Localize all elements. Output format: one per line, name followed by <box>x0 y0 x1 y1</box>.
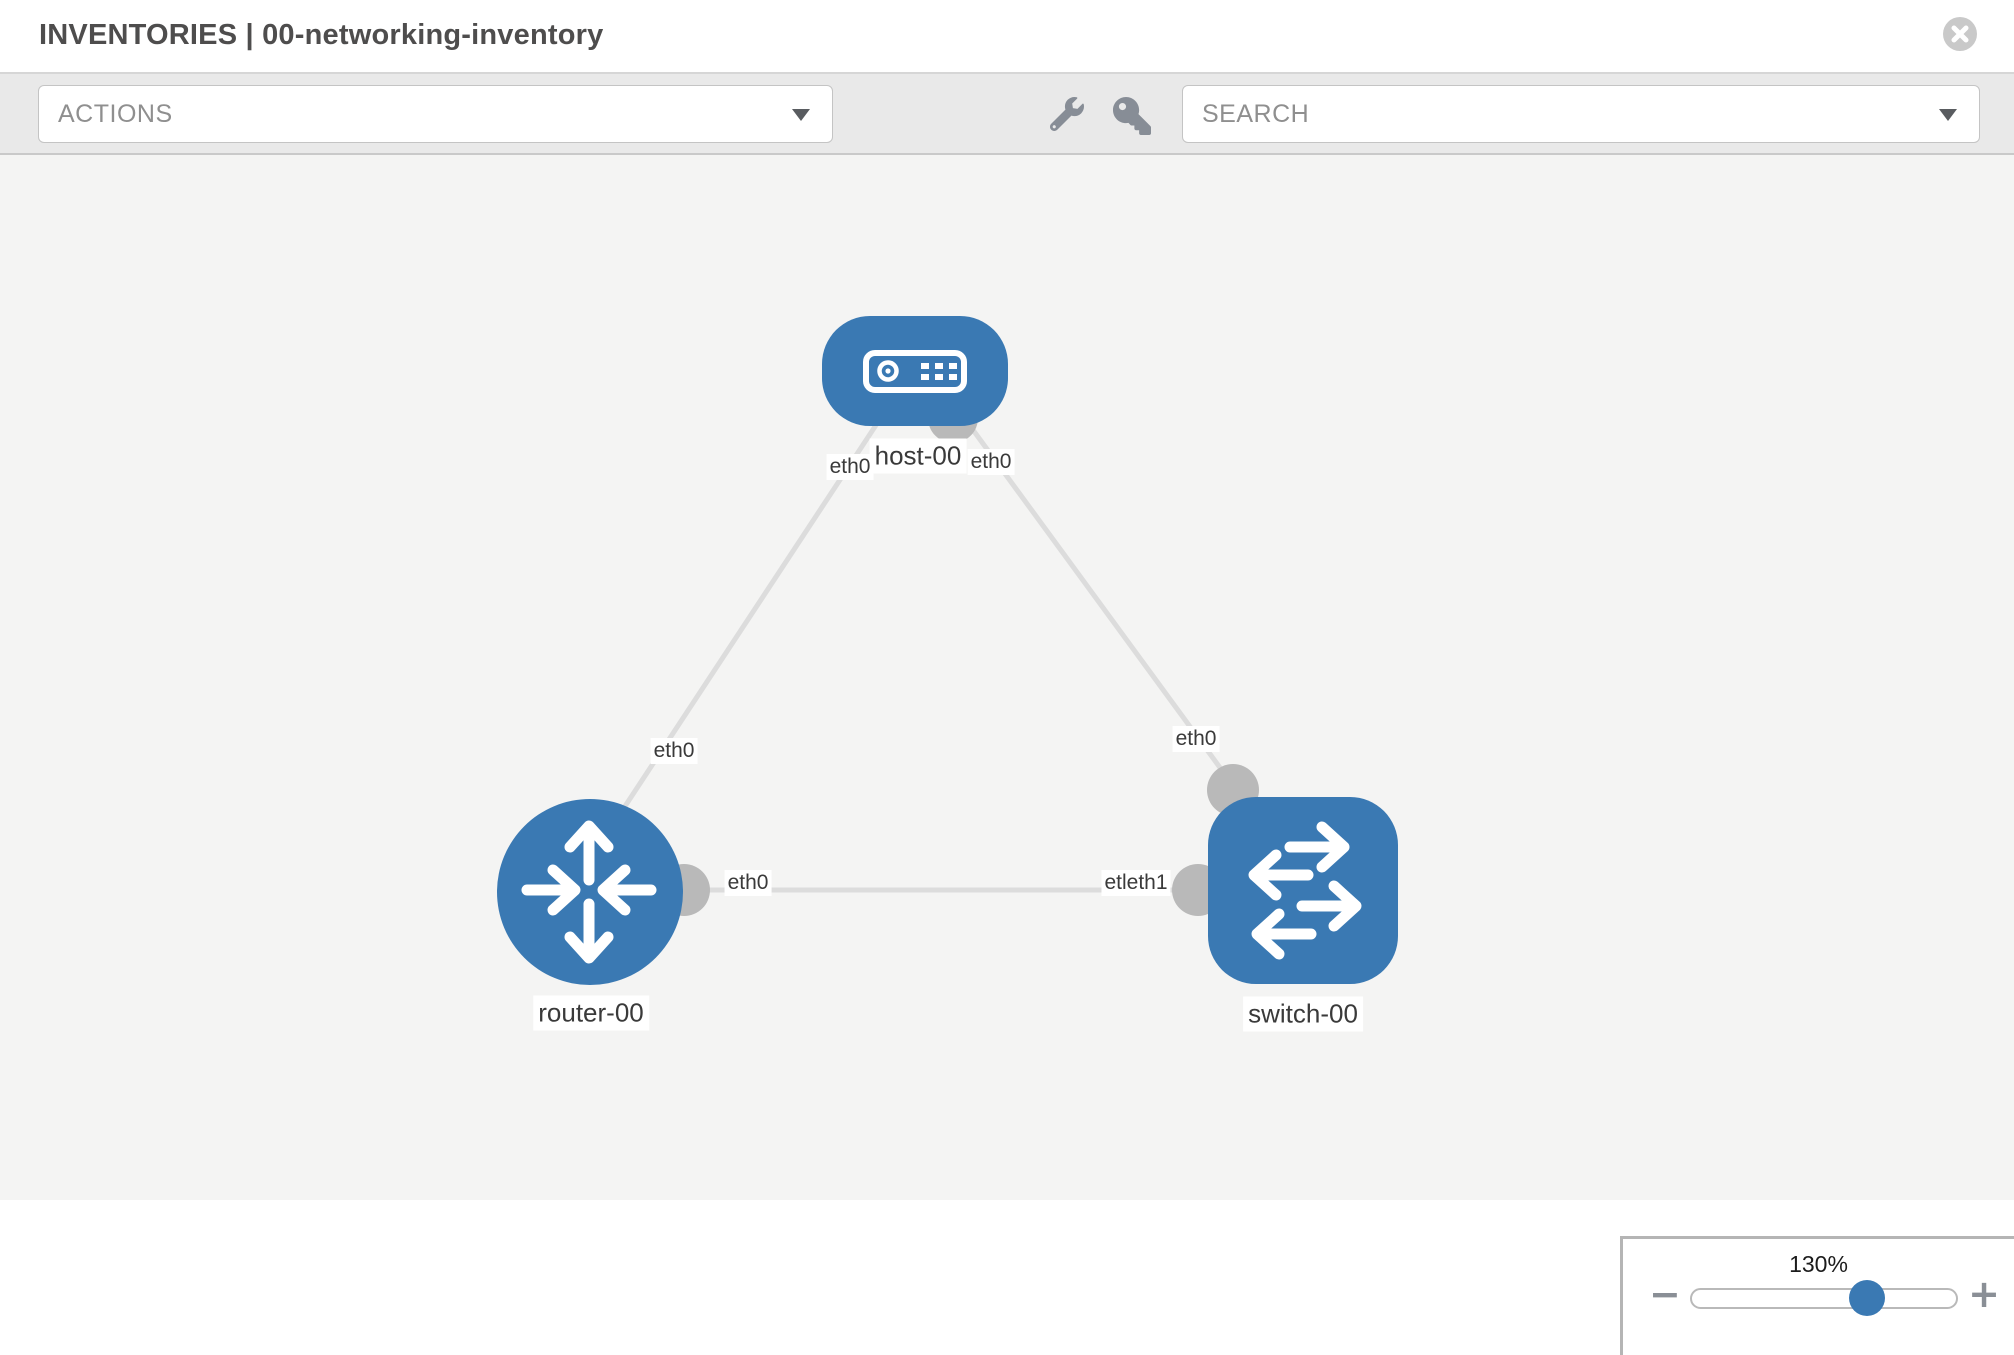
node-label-switch: switch-00 <box>1243 996 1363 1032</box>
page-title: INVENTORIES | 00-networking-inventory <box>39 19 604 51</box>
interface-label: eth0 <box>1172 726 1220 752</box>
header-bar: INVENTORIES | 00-networking-inventory <box>0 0 2014 74</box>
node-router[interactable] <box>497 799 683 985</box>
zoom-in-button[interactable]: + <box>1968 1272 2000 1316</box>
search-dropdown-label: SEARCH <box>1202 99 1310 128</box>
interface-label: eth0 <box>650 738 698 764</box>
host-icon <box>863 350 967 393</box>
interface-label: eth0 <box>724 870 772 896</box>
node-label-host: host-00 <box>869 438 967 474</box>
chevron-down-icon <box>792 109 810 121</box>
chevron-down-icon <box>1939 109 1957 121</box>
zoom-slider-handle[interactable] <box>1849 1280 1885 1316</box>
topology-canvas: host-00 router-00 switch-00 eth0 eth0 et… <box>0 155 2014 1355</box>
interface-label: etleth1 <box>1101 870 1171 896</box>
interface-label: eth0 <box>826 454 874 480</box>
node-switch[interactable] <box>1208 797 1398 984</box>
key-icon[interactable] <box>1113 97 1151 140</box>
switch-icon <box>1248 821 1362 960</box>
actions-dropdown-label: ACTIONS <box>58 99 173 128</box>
wrench-icon[interactable] <box>1049 97 1084 136</box>
link-lines <box>607 417 1243 893</box>
zoom-out-button[interactable]: − <box>1649 1272 1681 1316</box>
router-icon <box>521 820 657 964</box>
node-host[interactable] <box>822 316 1008 426</box>
zoom-panel: 130% − + <box>1620 1236 2014 1355</box>
close-icon <box>1942 17 1978 55</box>
node-label-router: router-00 <box>533 995 649 1031</box>
actions-dropdown[interactable]: ACTIONS <box>38 85 833 143</box>
interface-label: eth0 <box>967 449 1015 475</box>
close-button[interactable] <box>1942 16 1978 52</box>
zoom-level: 130% <box>1789 1251 1848 1277</box>
toolbar: ACTIONS SEARCH <box>0 74 2014 155</box>
topology-svg <box>497 316 1398 985</box>
zoom-slider[interactable] <box>1690 1288 1958 1309</box>
search-dropdown[interactable]: SEARCH <box>1182 85 1980 143</box>
